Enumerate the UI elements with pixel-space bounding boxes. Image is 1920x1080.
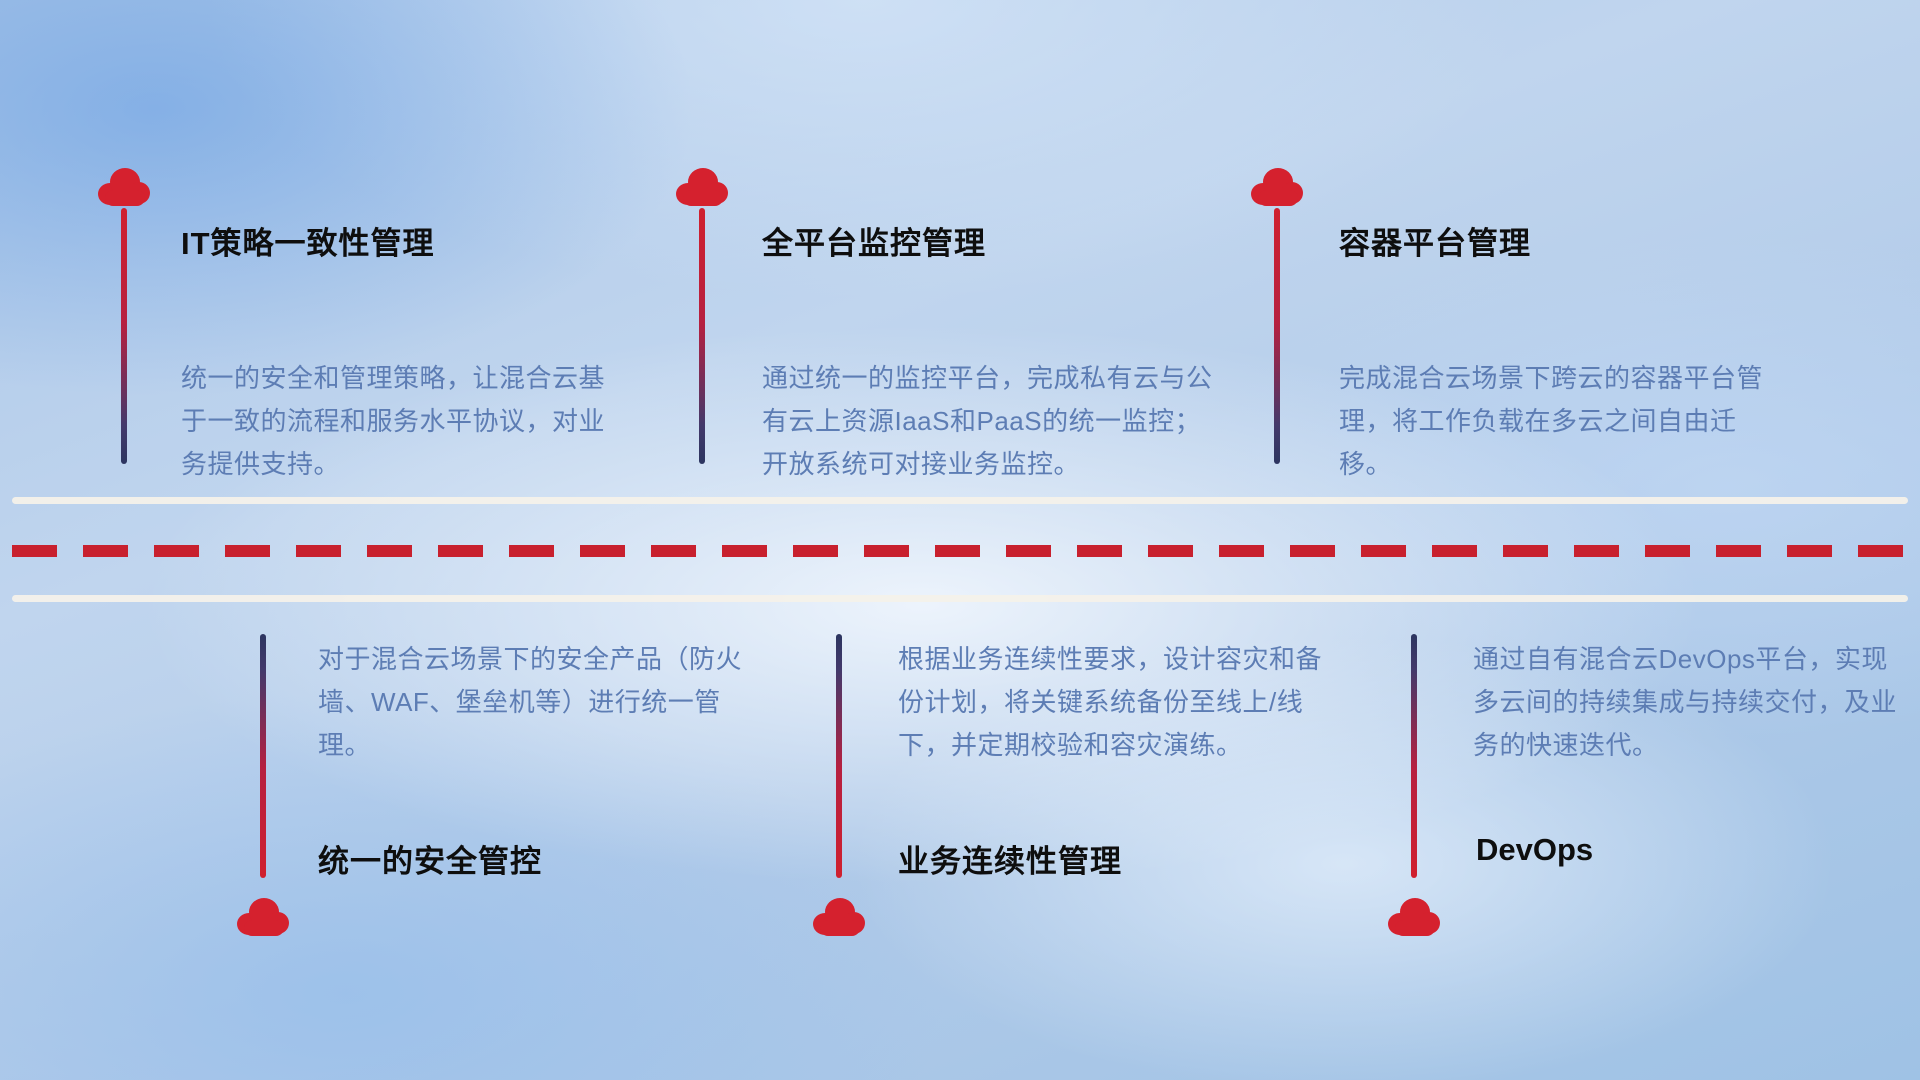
feature-title: DevOps: [1476, 832, 1594, 867]
cloud-icon: [96, 166, 152, 206]
cloud-icon: [235, 896, 291, 936]
feature-title: 统一的安全管控: [318, 844, 542, 879]
divider-bottom-line: [12, 595, 1908, 602]
cloud-icon: [674, 166, 730, 206]
connector-line: [121, 208, 127, 464]
cloud-icon: [1386, 896, 1442, 936]
feature-title: 业务连续性管理: [898, 844, 1122, 879]
feature-description: 根据业务连续性要求，设计容灾和备份计划，将关键系统备份至线上/线下，并定期校验和…: [898, 644, 1323, 760]
feature-description: 通过自有混合云DevOps平台，实现多云间的持续集成与持续交付，及业务的快速迭代…: [1473, 644, 1898, 760]
cloud-icon: [811, 896, 867, 936]
feature-title: IT策略一致性管理: [181, 226, 435, 261]
feature-description: 统一的安全和管理策略，让混合云基于一致的流程和服务水平协议，对业务提供支持。: [181, 363, 606, 479]
connector-line: [260, 634, 266, 878]
feature-description: 完成混合云场景下跨云的容器平台管理，将工作负载在多云之间自由迁移。: [1339, 363, 1764, 479]
connector-line: [699, 208, 705, 464]
divider-top-line: [12, 497, 1908, 504]
feature-title: 全平台监控管理: [762, 226, 986, 261]
divider-dashed-line: [12, 545, 1908, 557]
feature-description: 通过统一的监控平台，完成私有云与公有云上资源IaaS和PaaS的统一监控；开放系…: [762, 363, 1213, 479]
cloud-icon: [1249, 166, 1305, 206]
connector-line: [836, 634, 842, 878]
feature-title: 容器平台管理: [1339, 226, 1531, 261]
feature-description: 对于混合云场景下的安全产品（防火墙、WAF、堡垒机等）进行统一管理。: [318, 644, 743, 760]
connector-line: [1274, 208, 1280, 464]
connector-line: [1411, 634, 1417, 878]
